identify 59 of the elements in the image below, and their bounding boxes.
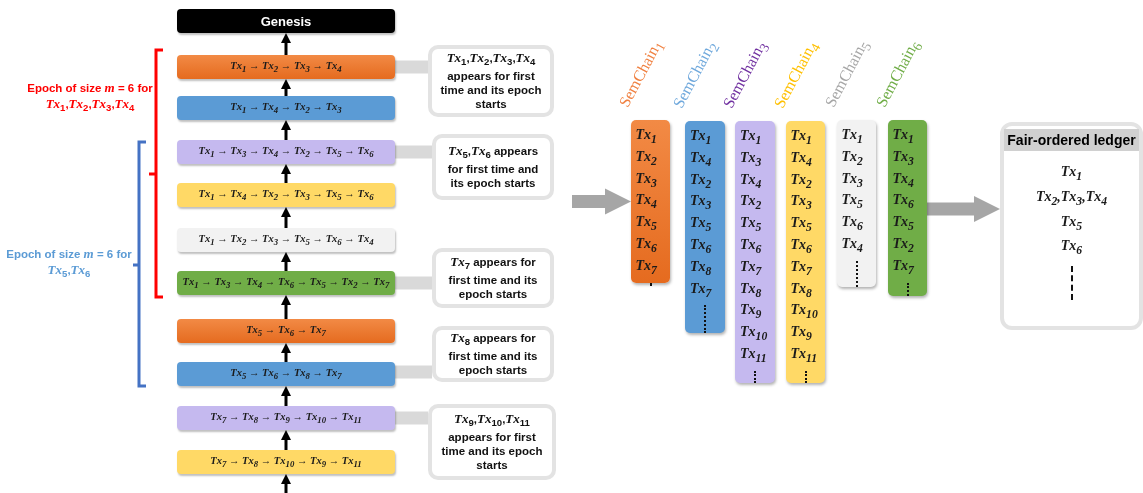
transaction-order: Tx$_{5}$ → Tx$_{6}$ → Tx$_{8}$ → Tx$_{7}$ bbox=[230, 366, 342, 382]
ledger-entry: Tx$_{2}$,Tx$_{3}$,Tx$_{4}$ bbox=[1035, 187, 1108, 210]
ledger-panel bbox=[1000, 122, 1143, 330]
transaction-list: Tx$_{1}$ Tx$_{3}$ Tx$_{4}$ Tx$_{6}$ Tx$_{5}$ Tx$_{2}$ Tx$_{7}$ bbox=[892, 126, 923, 279]
arrow bbox=[281, 474, 291, 493]
block bbox=[177, 96, 395, 120]
arrow bbox=[281, 207, 291, 228]
arrow bbox=[281, 33, 291, 55]
arrow bbox=[281, 295, 291, 319]
ledger-entry: Tx$_{5}$ bbox=[1060, 212, 1083, 235]
transaction-order: Tx$_{1}$ → Tx$_{2}$ → Tx$_{3}$ → Tx$_{5}$ → Tx$_{6}$ → Tx$_{4}$ bbox=[198, 232, 374, 248]
epoch-label: Epoch of size m = 6 for Tx$_{1}$,Tx$_{2}$,Tx$_{3}$,Tx$_{4}$ bbox=[26, 80, 154, 116]
ledger-heading: Fair-ordered ledger bbox=[1004, 129, 1139, 151]
arrow bbox=[281, 386, 291, 406]
block bbox=[177, 319, 395, 343]
ledger-entry: Tx$_{6}$ bbox=[1060, 237, 1083, 260]
transaction-list: Tx$_{1}$ Tx$_{3}$ Tx$_{4}$ Tx$_{2}$ Tx$_{5}$ Tx$_{6}$ Tx$_{7}$ Tx$_{8}$ Tx$_{9}$ Tx$_{10}$ Tx$_{11}$ bbox=[740, 127, 770, 367]
callout-tail bbox=[395, 411, 428, 425]
transaction-order: Tx$_{1}$ → Tx$_{4}$ → Tx$_{2}$ → Tx$_{3}$ bbox=[230, 100, 342, 116]
transaction-list: Tx$_{1}$ Tx$_{4}$ Tx$_{2}$ Tx$_{3}$ Tx$_{5}$ Tx$_{6}$ Tx$_{7}$ Tx$_{8}$ Tx$_{10}$ Tx$_{9}$ Tx$_{11}$ bbox=[790, 127, 821, 367]
callout-tail bbox=[395, 60, 428, 74]
arrow bbox=[281, 343, 291, 362]
ledger-entry: Tx$_{1}$ bbox=[1060, 163, 1083, 185]
callout-bubble: Tx$_{1}$,Tx$_{2}$,Tx$_{3}$,Tx$_{4}$ appears for first time and its epoch starts bbox=[428, 45, 554, 117]
transaction-order: Tx$_{7}$ → Tx$_{8}$ → Tx$_{9}$ → Tx$_{10}$ → Tx$_{11}$ bbox=[210, 410, 362, 426]
block bbox=[177, 406, 395, 430]
block bbox=[177, 450, 395, 474]
block bbox=[177, 55, 395, 79]
transaction-list: Tx$_{1}$ Tx$_{2}$ Tx$_{3}$ Tx$_{4}$ Tx$_{5}$ Tx$_{6}$ Tx$_{7}$ bbox=[635, 126, 666, 279]
transaction-order: Tx$_{1}$ → Tx$_{2}$ → Tx$_{3}$ → Tx$_{4}$ bbox=[230, 59, 342, 75]
block bbox=[177, 140, 395, 164]
transaction-order: Tx$_{7}$ → Tx$_{8}$ → Tx$_{10}$ → Tx$_{9}$ → Tx$_{11}$ bbox=[210, 454, 362, 470]
transaction-order: Tx$_{1}$ → Tx$_{3}$ → Tx$_{4}$ → Tx$_{6}$ → Tx$_{5}$ → Tx$_{2}$ → Tx$_{7}$ bbox=[182, 275, 390, 291]
block-arrow bbox=[927, 196, 1000, 222]
block bbox=[177, 362, 395, 386]
callout-tail bbox=[395, 365, 432, 379]
transaction-order: Tx$_{1}$ → Tx$_{4}$ → Tx$_{2}$ → Tx$_{3}$ → Tx$_{5}$ → Tx$_{6}$ bbox=[198, 187, 374, 203]
transaction-list: Tx$_{1}$ Tx$_{4}$ Tx$_{2}$ Tx$_{3}$ Tx$_{5}$ Tx$_{6}$ Tx$_{8}$ Tx$_{7}$ bbox=[690, 127, 720, 302]
transaction-list: Tx$_{1}$ Tx$_{2}$ Tx$_{3}$ Tx$_{5}$ Tx$_{6}$ Tx$_{4}$ bbox=[841, 126, 872, 257]
genesis-block bbox=[177, 9, 395, 33]
callout-tail bbox=[395, 145, 432, 159]
callout-bubble: Tx$_{9}$,Tx$_{10}$,Tx$_{11}$ appears for first time and its epoch starts bbox=[428, 404, 556, 480]
callout-bubble: Tx$_{8}$ appears for first time and its epoch starts bbox=[432, 326, 554, 382]
arrow bbox=[281, 120, 291, 140]
block-label: Genesis bbox=[260, 13, 312, 29]
block bbox=[177, 228, 395, 252]
callout-tail bbox=[395, 276, 432, 290]
callout-bubble: Tx$_{5}$,Tx$_{6}$ appears for first time and its epoch starts bbox=[432, 134, 554, 200]
block-arrow bbox=[572, 188, 631, 215]
transaction-order: Tx$_{5}$ → Tx$_{6}$ → Tx$_{7}$ bbox=[246, 323, 326, 339]
arrow bbox=[281, 252, 291, 271]
arrow bbox=[281, 79, 291, 96]
epoch-label: Epoch of size m = 6 for Tx$_{5}$,Tx$_{6}$ bbox=[5, 246, 133, 282]
arrow bbox=[281, 430, 291, 450]
block bbox=[177, 271, 395, 295]
arrow bbox=[281, 164, 291, 183]
block bbox=[177, 183, 395, 207]
transaction-order: Tx$_{1}$ → Tx$_{3}$ → Tx$_{4}$ → Tx$_{2}$ → Tx$_{5}$ → Tx$_{6}$ bbox=[198, 144, 374, 160]
callout-bubble: Tx$_{7}$ appears for first time and its epoch starts bbox=[432, 248, 554, 308]
